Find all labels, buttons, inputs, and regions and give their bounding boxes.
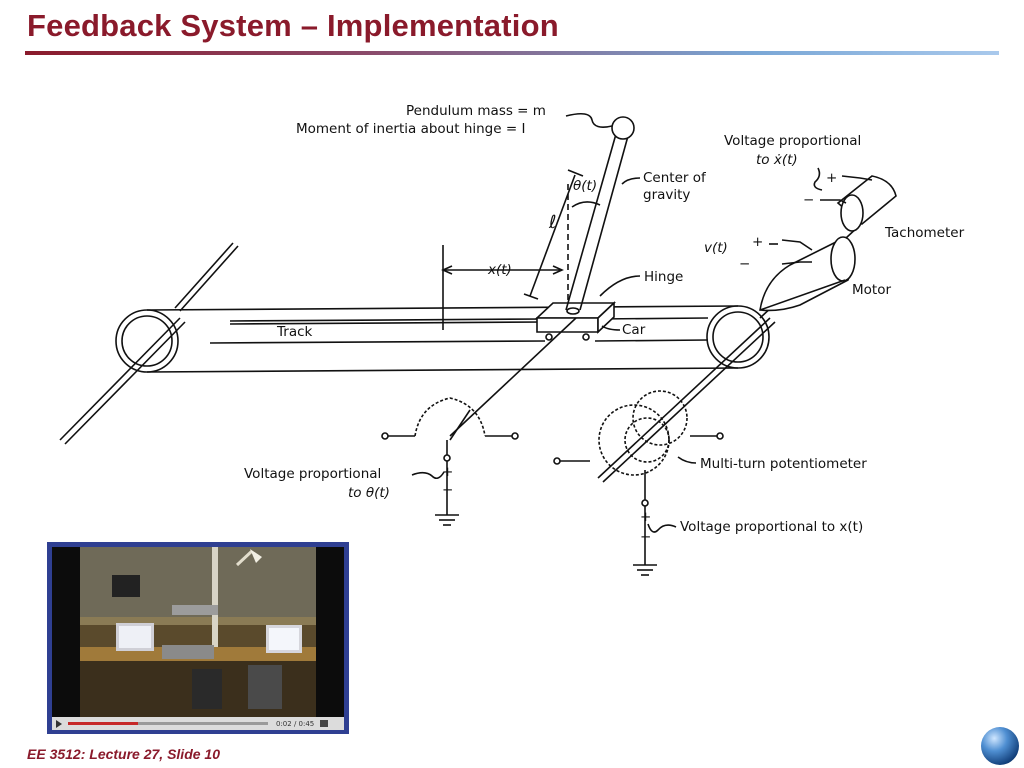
cog-leader [621, 177, 641, 185]
tach-voltage-leader [813, 167, 823, 191]
track-rail-1 [229, 318, 546, 322]
multi-pot-right-terminal [716, 432, 724, 440]
track-rail-3 [209, 340, 546, 344]
plus-sign-tach: + [826, 170, 837, 186]
track-rail-4 [594, 317, 709, 320]
mass-leader [565, 112, 613, 128]
multi-turn-leader [677, 456, 697, 464]
title-divider [25, 51, 999, 55]
theta-pot-right-terminal [511, 432, 519, 440]
multi-pot-left-terminal [553, 457, 561, 465]
play-icon[interactable] [56, 719, 62, 728]
track-rail-5 [594, 339, 709, 342]
pendulum-rod-right [579, 135, 629, 311]
motor-base [759, 279, 846, 311]
tach-wire-plus [841, 175, 873, 181]
theta-voltage-label-2: to θ(t) [348, 485, 390, 501]
theta-output-terminal [443, 454, 451, 462]
globe-logo [981, 727, 1019, 765]
right-axle [597, 317, 771, 479]
plus-sign-motor: + [752, 234, 763, 250]
video-player[interactable]: 0:02 / 0:45 [47, 542, 349, 734]
video-controls: 0:02 / 0:45 [52, 717, 344, 730]
volume-icon[interactable] [320, 720, 329, 727]
car-side [597, 301, 615, 334]
pendulum-link-line [449, 317, 577, 437]
car-wheel-left [545, 333, 553, 341]
minus-sign-motor: − [739, 256, 750, 272]
x-arrow-left [441, 265, 453, 275]
left-pulley [115, 309, 179, 373]
theta-pot-left-terminal [381, 432, 389, 440]
ell-tick-1 [523, 293, 539, 300]
minus-sign-tach: − [803, 192, 814, 208]
support-line-left-upper-2 [179, 245, 239, 312]
motor-label: Motor [852, 282, 891, 298]
pendulum-mass-label: Pendulum mass = m [406, 103, 546, 119]
track-rail-2 [229, 321, 546, 325]
motor-wire-minus [781, 261, 812, 265]
pendulum-rod-left [565, 133, 617, 311]
gear-back [632, 390, 688, 446]
minus-sign-x: − [640, 529, 651, 545]
support-line-left-upper [174, 242, 234, 309]
left-axle [59, 317, 181, 441]
center-of-gravity-label-1: Center of [643, 170, 707, 186]
ell-label: ℓ [548, 212, 556, 233]
x-voltage-leader [647, 523, 677, 533]
v-t-label: v(t) [704, 240, 728, 256]
seek-bar[interactable] [68, 722, 268, 725]
inverted-pendulum-diagram: Pendulum mass = m Moment of inertia abou… [59, 103, 965, 576]
car-label: Car [622, 322, 646, 338]
plus-sign-x: + [640, 509, 651, 525]
left-pulley-hub [121, 315, 173, 367]
left-axle-2 [64, 321, 186, 445]
motor-wire-plus [781, 239, 813, 251]
hinge-pin [566, 307, 580, 315]
motor-face [830, 236, 856, 282]
x-voltage-label: Voltage proportional to x(t) [680, 519, 863, 535]
lab-scene-image [80, 547, 316, 717]
hinge-label: Hinge [644, 269, 683, 285]
hinge-leader [599, 275, 641, 297]
theta-potentiometer-gear [414, 397, 486, 437]
car-wheel-right [582, 333, 590, 341]
tach-wire-minus [820, 199, 847, 204]
slide-title: Feedback System – Implementation [27, 8, 559, 43]
seek-progress [68, 722, 138, 725]
tach-voltage-label-2: to ẋ(t) [756, 152, 798, 168]
theta-arc [571, 201, 601, 208]
center-of-gravity-label-2: gravity [643, 187, 690, 203]
pendulum-mass-ball [611, 116, 635, 140]
theta-voltage-leader [411, 471, 445, 480]
moment-inertia-label: Moment of inertia about hinge = I [296, 121, 525, 137]
tachometer-face [840, 194, 864, 232]
ell-tick-2 [567, 169, 584, 177]
track-label: Track [276, 324, 313, 340]
x-t-label: x(t) [487, 262, 512, 278]
x-output-terminal [641, 499, 649, 507]
slide-footer: EE 3512: Lecture 27, Slide 10 [27, 746, 220, 762]
video-time: 0:02 / 0:45 [276, 719, 315, 728]
video-screen[interactable] [52, 547, 344, 717]
theta-voltage-label-1: Voltage proportional [244, 466, 381, 482]
ell-dimension [529, 174, 576, 297]
x-arrow-right [552, 265, 564, 275]
right-pulley-hub [712, 311, 764, 363]
minus-sign-theta: − [442, 482, 453, 498]
tach-voltage-label-1: Voltage proportional [724, 133, 861, 149]
multi-turn-label: Multi-turn potentiometer [700, 456, 867, 472]
gear-front [598, 404, 670, 476]
theta-label: θ(t) [573, 178, 597, 194]
theta-wiper [449, 409, 471, 441]
plus-sign-theta: + [442, 464, 453, 480]
track-bottom [146, 367, 739, 373]
tachometer-label: Tachometer [884, 225, 965, 241]
car-leader [601, 325, 621, 331]
